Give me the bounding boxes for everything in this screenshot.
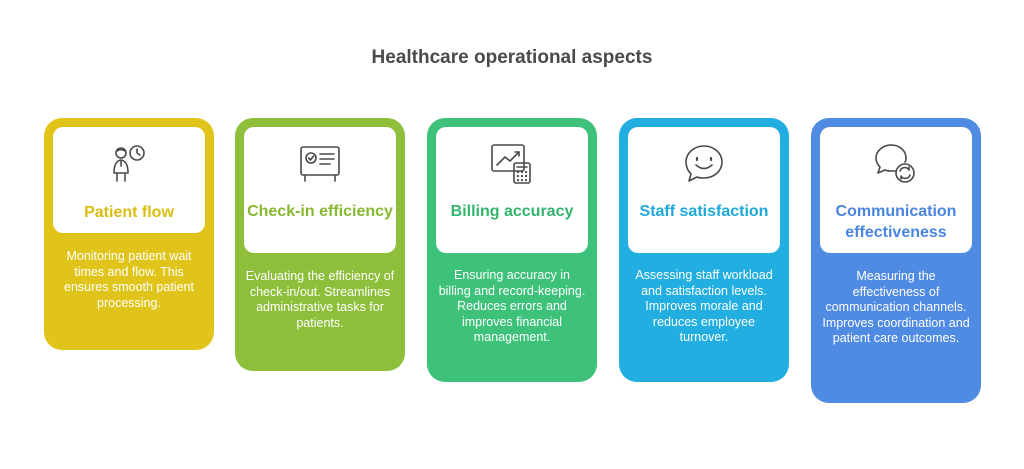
card-header: Check-in efficiency <box>244 127 396 253</box>
person-clock-icon <box>106 141 152 187</box>
card-description: Assessing staff workload and satisfactio… <box>635 268 773 344</box>
smiley-speech-bubble-icon <box>681 141 727 187</box>
card-label: Communication effectiveness <box>835 203 957 241</box>
speech-bubble-refresh-icon <box>873 141 919 187</box>
card-label: Patient flow <box>84 204 174 221</box>
card-header: Patient flow <box>53 127 205 233</box>
card-label: Check-in efficiency <box>247 203 393 220</box>
card-header: Billing accuracy <box>436 127 588 253</box>
card-communication-effectiveness: Communication effectiveness Measuring th… <box>811 118 981 403</box>
card-label: Staff satisfaction <box>639 203 769 220</box>
card-description: Monitoring patient wait times and flow. … <box>64 249 194 310</box>
card-patient-flow: Patient flow Monitoring patient wait tim… <box>44 118 214 350</box>
card-description: Measuring the effectiveness of communica… <box>822 269 970 345</box>
card-header: Staff satisfaction <box>628 127 780 253</box>
card-description: Evaluating the efficiency of check-in/ou… <box>245 269 395 330</box>
checklist-board-icon <box>297 141 343 187</box>
chart-calculator-icon <box>489 141 535 187</box>
diagram-title: Healthcare operational aspects <box>371 47 653 68</box>
card-check-in-efficiency: Check-in efficiency Evaluating the effic… <box>235 118 405 371</box>
card-header: Communication effectiveness <box>820 127 972 253</box>
card-label: Billing accuracy <box>450 203 574 220</box>
card-billing-accuracy: Billing accuracy Ensuring accuracy in bi… <box>427 118 597 382</box>
card-description: Ensuring accuracy in billing and record-… <box>438 268 586 344</box>
card-staff-satisfaction: Staff satisfaction Assessing staff workl… <box>619 118 789 382</box>
